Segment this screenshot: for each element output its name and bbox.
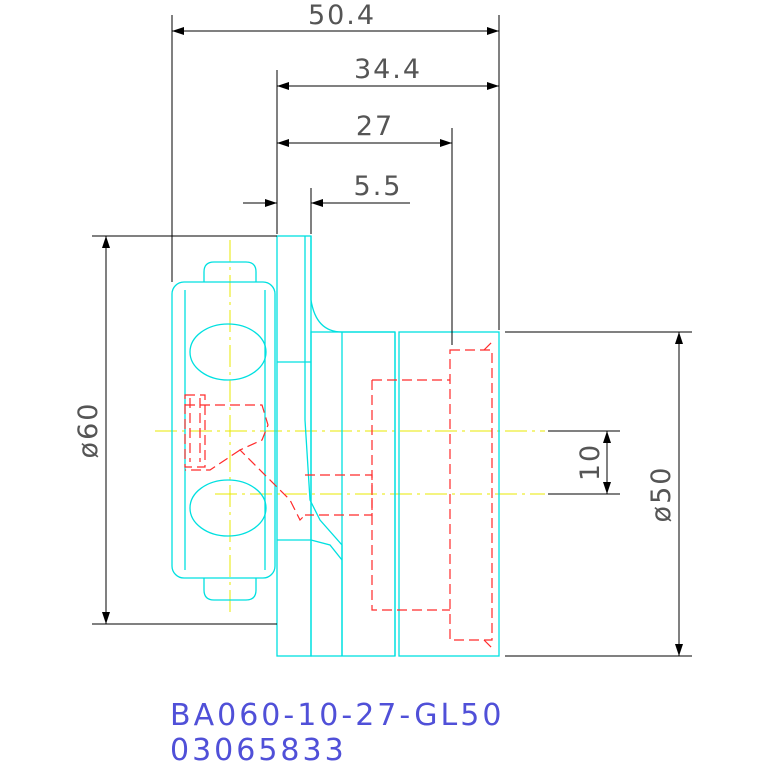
dim-length-a: 34.4 (354, 54, 422, 85)
model-number: BA060-10-27-GL50 (170, 698, 505, 733)
dim-length-b: 27 (356, 111, 394, 142)
part-outline (171, 235, 500, 657)
dim-bore: 10 (575, 443, 606, 481)
hidden-lines (184, 341, 493, 649)
part-number: 03065833 (170, 733, 347, 768)
dimension-lines (92, 15, 692, 657)
dim-diameter-shaft: ø50 (646, 466, 677, 523)
dim-length-c: 5.5 (354, 171, 403, 202)
dim-total-length: 50.4 (308, 0, 376, 31)
center-lines (155, 240, 545, 615)
dim-diameter-outer: ø60 (73, 402, 104, 459)
